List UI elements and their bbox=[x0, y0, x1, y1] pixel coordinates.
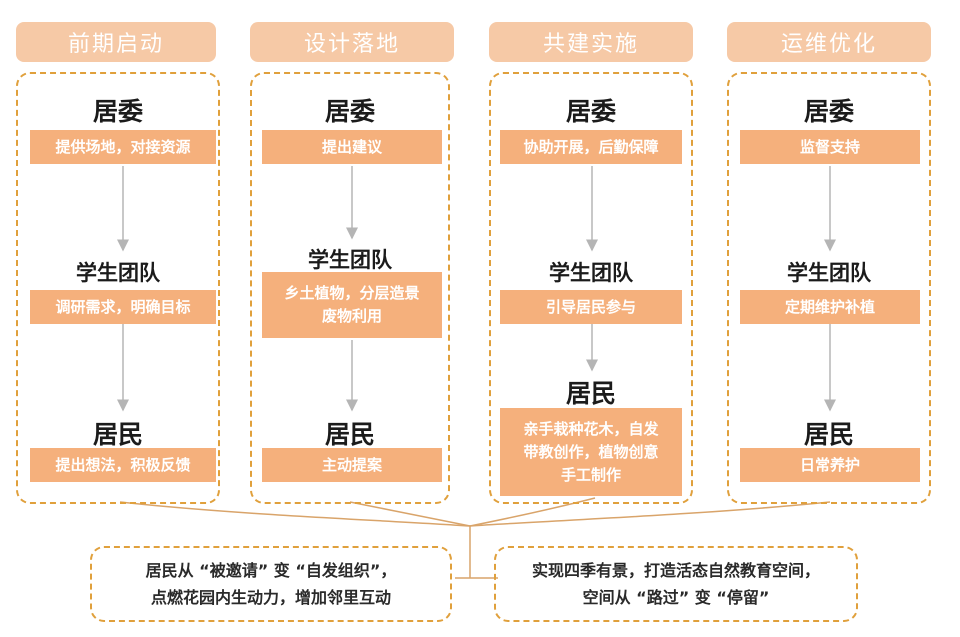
outcome-box-residents: 居民从 “被邀请” 变 “自发组织”， 点燃花园内生动力，增加邻里互动 bbox=[90, 546, 452, 622]
role-label: 居委 bbox=[324, 97, 375, 126]
role-label: 学生团队 bbox=[76, 261, 160, 285]
role-label: 学生团队 bbox=[549, 261, 633, 285]
phase-header: 共建实施 bbox=[489, 22, 693, 62]
action-box: 提出建议 bbox=[262, 130, 442, 164]
role-label: 学生团队 bbox=[308, 248, 392, 272]
phase-header: 运维优化 bbox=[727, 22, 931, 62]
phase-column bbox=[250, 72, 450, 504]
action-box: 调研需求，明确目标 bbox=[30, 290, 216, 324]
role-label: 居民 bbox=[324, 420, 375, 449]
converge-line bbox=[119, 501, 471, 527]
role-label: 居委 bbox=[803, 97, 854, 126]
action-box: 提供场地，对接资源 bbox=[30, 130, 216, 164]
phase-header: 设计落地 bbox=[250, 22, 454, 62]
converge-line bbox=[349, 501, 471, 527]
outcome-line: 居民从 “被邀请” 变 “自发组织”， bbox=[145, 561, 397, 580]
action-box: 监督支持 bbox=[740, 130, 920, 164]
role-label: 居委 bbox=[565, 97, 616, 126]
phase-header: 前期启动 bbox=[16, 22, 216, 62]
action-box: 引导居民参与 bbox=[500, 290, 682, 324]
phase-column bbox=[727, 72, 931, 504]
action-box: 协助开展，后勤保障 bbox=[500, 130, 682, 164]
role-label: 居民 bbox=[565, 379, 616, 408]
action-box: 亲手栽种花木，自发带教创作，植物创意手工制作 bbox=[500, 408, 682, 496]
action-box: 定期维护补植 bbox=[740, 290, 920, 324]
phase-column bbox=[489, 72, 693, 504]
converge-line bbox=[469, 501, 831, 527]
action-box: 乡土植物，分层造景废物利用 bbox=[262, 272, 442, 338]
role-label: 居民 bbox=[803, 420, 854, 449]
outcome-line: 实现四季有景，打造活态自然教育空间， bbox=[531, 561, 820, 580]
outcome-box-space: 实现四季有景，打造活态自然教育空间， 空间从 “路过” 变 “停留” bbox=[494, 546, 858, 622]
role-label: 居民 bbox=[92, 420, 143, 449]
outcome-line: 点燃花园内生动力，增加邻里互动 bbox=[150, 588, 391, 607]
outcome-line: 空间从 “路过” 变 “停留” bbox=[582, 588, 770, 607]
action-box: 主动提案 bbox=[262, 448, 442, 482]
action-box: 日常养护 bbox=[740, 448, 920, 482]
action-box: 提出想法，积极反馈 bbox=[30, 448, 216, 482]
role-label: 居委 bbox=[92, 97, 143, 126]
role-label: 学生团队 bbox=[787, 261, 871, 285]
phase-column bbox=[16, 72, 220, 504]
